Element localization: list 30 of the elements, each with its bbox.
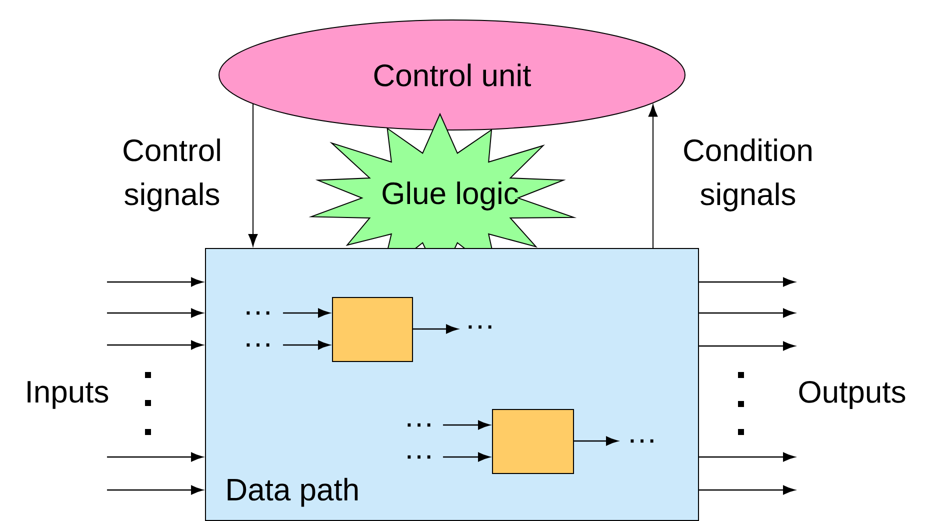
arrow bbox=[107, 340, 203, 350]
arrow bbox=[107, 485, 203, 495]
edge-label: Control signals bbox=[124, 138, 220, 212]
arrow bbox=[699, 308, 795, 318]
arrow bbox=[574, 436, 618, 446]
arrow bbox=[107, 277, 203, 287]
arrow bbox=[443, 420, 490, 430]
arrow bbox=[107, 452, 203, 462]
arrow bbox=[699, 277, 795, 287]
ellipsis-label: … bbox=[408, 423, 430, 427]
ellipsis-label: … bbox=[468, 325, 492, 329]
arrow bbox=[699, 452, 795, 462]
arrow bbox=[283, 340, 330, 350]
arrow bbox=[107, 308, 203, 318]
arrow bbox=[648, 104, 658, 248]
ellipsis-label: … bbox=[246, 343, 270, 347]
arrow bbox=[413, 324, 458, 334]
function-block bbox=[332, 297, 413, 362]
edge-label: Condition signals bbox=[684, 138, 812, 212]
arrow bbox=[699, 485, 795, 495]
function-block bbox=[492, 409, 574, 474]
arrow bbox=[248, 103, 258, 246]
ellipsis-label: … bbox=[246, 311, 270, 315]
ellipsis-label: … bbox=[408, 455, 430, 459]
arrow bbox=[699, 341, 795, 351]
arrow bbox=[283, 308, 330, 318]
arrow bbox=[443, 452, 490, 462]
inputs-label: Inputs bbox=[28, 381, 108, 409]
ellipsis-label: … bbox=[630, 439, 654, 443]
outputs-label: Outputs bbox=[799, 380, 906, 410]
